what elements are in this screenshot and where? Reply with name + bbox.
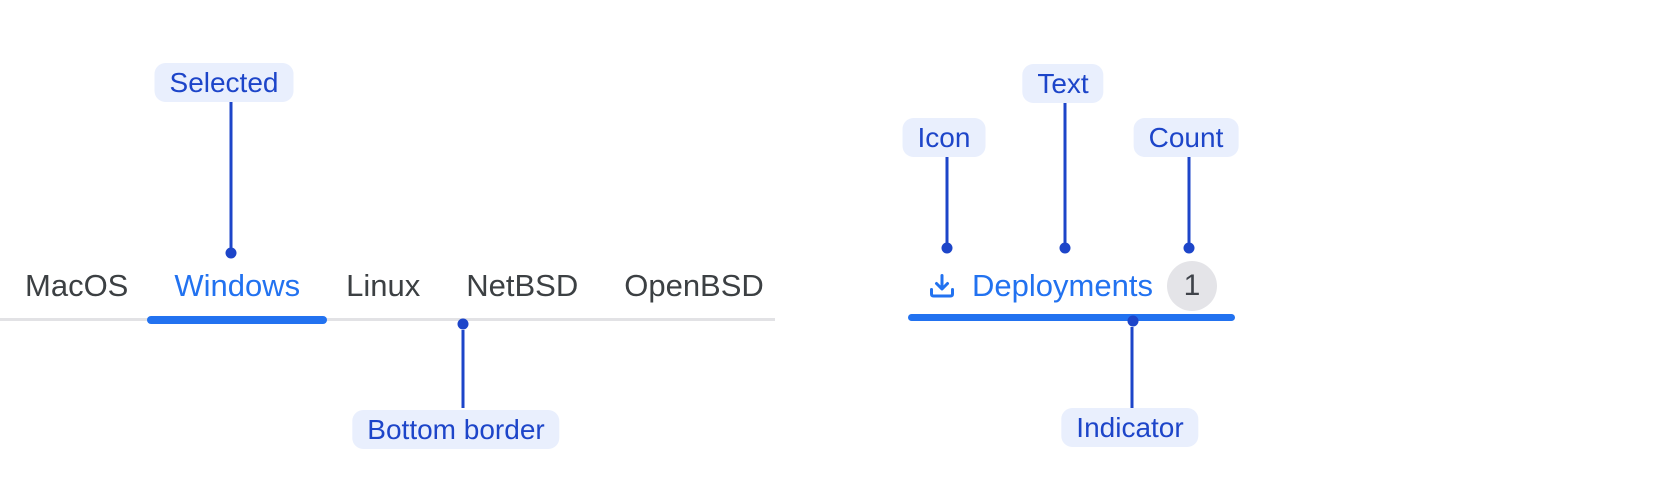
annotation-indicator: Indicator [1061,408,1199,447]
connector-dot-text [1059,242,1071,254]
connector-dot-count [1183,242,1195,254]
tab-bar: MacOS Windows Linux NetBSD OpenBSD [25,258,764,324]
connector-dot-indicator [1127,315,1139,327]
tab-netbsd[interactable]: NetBSD [466,268,579,303]
tab-macos[interactable]: MacOS [25,268,129,303]
selection-indicator [908,314,1235,321]
tab-windows[interactable]: Windows [147,258,328,324]
annotation-icon: Icon [902,118,986,157]
tab-linux[interactable]: Linux [346,268,421,303]
tab-bar-bottom-border [0,318,775,321]
connector-dot-bottom-border [457,318,469,330]
connector-dot-icon [941,242,953,254]
deployments-tab-text: Deployments [972,268,1153,303]
count-badge: 1 [1166,261,1217,311]
annotation-selected: Selected [154,63,294,102]
tab-openbsd[interactable]: OpenBSD [624,268,764,303]
connector-line-count [1187,157,1191,243]
connector-line-text [1063,103,1067,243]
deployments-tab[interactable]: Deployments 1 [908,258,1235,321]
connector-line-bottom-border [461,330,465,408]
annotation-text: Text [1022,64,1104,103]
download-icon [930,274,955,298]
connector-line-icon [945,157,949,243]
connector-line-selected [229,102,233,248]
annotation-bottom-border: Bottom border [352,410,560,449]
tab-windows-label: Windows [174,268,301,303]
connector-dot-selected [225,247,237,259]
connector-line-indicator [1130,327,1134,408]
selected-tab-underline [147,316,328,324]
annotation-count: Count [1133,118,1239,157]
